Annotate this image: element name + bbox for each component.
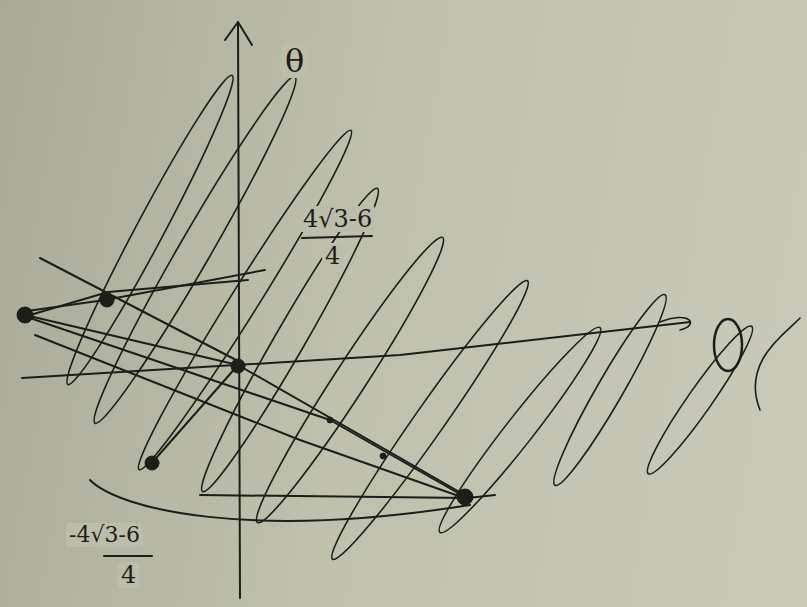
fraction-bar — [302, 236, 372, 238]
fraction-denominator: 4 — [118, 562, 139, 588]
points — [17, 293, 473, 505]
construction-lines — [20, 258, 495, 521]
axis-arrow — [225, 22, 252, 45]
scribble-loops — [55, 69, 800, 568]
fraction-numerator: -4√3-6 — [66, 523, 143, 547]
angle-label: θ — [282, 44, 307, 78]
y-axis — [238, 22, 240, 598]
fraction-denominator: 4 — [322, 243, 343, 269]
fraction-bar — [104, 555, 152, 557]
fraction-numerator: 4√3-6 — [300, 206, 375, 232]
